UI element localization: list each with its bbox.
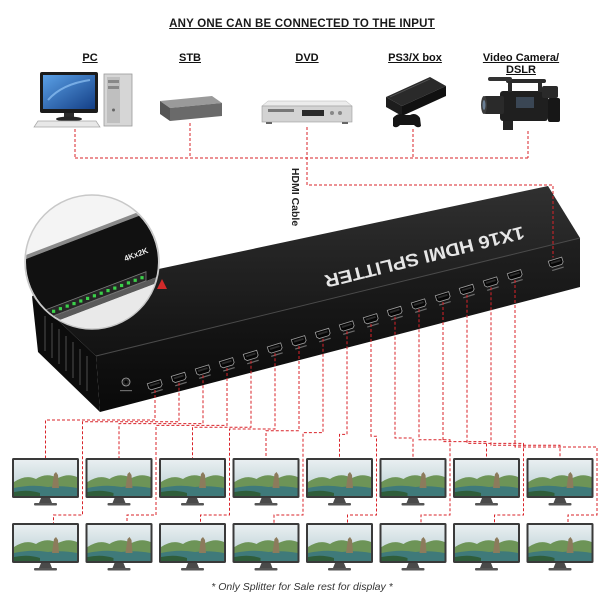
hdmi-output-cable-line (418, 309, 451, 523)
hdmi-output-cable-line (466, 294, 524, 523)
hdmi-input-port (547, 256, 564, 272)
hdmi-output-port (458, 283, 475, 299)
device-label-stb: STB (179, 52, 201, 64)
device-label-dvd: DVD (295, 52, 318, 64)
hdmi-output-port (482, 276, 499, 291)
hdmi-output-port (194, 364, 211, 379)
hdmi-output-cable-line (53, 382, 180, 523)
device-label-text: PC (82, 52, 98, 64)
hdmi-output-cable-line (192, 360, 252, 458)
hdmi-output-port (314, 327, 331, 343)
hdmi-output-cable-line (394, 316, 414, 458)
hdmi-output-port (506, 269, 523, 284)
hdmi-output-cable-line (442, 302, 487, 458)
hdmi-output-port (170, 371, 187, 387)
device-label-pc: PC (82, 52, 97, 64)
display-monitor (12, 523, 79, 571)
device-label-text: Video Camera/ (482, 52, 560, 64)
hdmi-output-cable-line (339, 331, 348, 458)
hdmi-output-cable-line (347, 324, 377, 523)
status-led (72, 302, 76, 306)
dvd-player-icon (261, 100, 353, 124)
hdmi-output-port (386, 305, 403, 321)
device-label-text: PS3/X box (388, 52, 442, 64)
source-connection-line (74, 123, 529, 159)
status-led (133, 278, 137, 282)
display-monitor (526, 458, 594, 506)
vent-slots (44, 316, 88, 391)
device-label-text: STB (179, 52, 201, 64)
display-monitor (379, 458, 447, 506)
hdmi-output-port (242, 349, 259, 365)
display-monitor (379, 523, 447, 571)
status-led (126, 281, 130, 285)
display-monitor (85, 523, 153, 571)
hdmi-output-port (290, 335, 307, 350)
power-jack (120, 377, 132, 392)
hdmi-output-cable-line (200, 353, 276, 523)
zoom-detail-circle: 4Kx2K (24, 194, 160, 330)
hdmi-output-port (362, 313, 379, 328)
status-led (99, 291, 103, 295)
display-monitor (306, 523, 373, 571)
page-title: ANY ONE CAN BE CONNECTED TO THE INPUT (169, 18, 435, 30)
led-row (38, 276, 144, 319)
status-led (120, 283, 124, 288)
display-monitor (453, 458, 520, 506)
hdmi-output-port (266, 342, 283, 357)
port-row (146, 256, 564, 394)
display-monitor (232, 523, 300, 571)
status-led (79, 299, 83, 303)
status-led (140, 276, 144, 280)
splitter-front-face (96, 238, 580, 412)
status-led (65, 304, 69, 308)
cable-label: HDMI Cable (289, 168, 301, 227)
hdmi-output-port (338, 320, 355, 335)
status-led (113, 286, 117, 290)
device-label-camera: Video Camera/ DSLR (483, 52, 559, 76)
splitter-top-face (32, 186, 580, 356)
hdmi-output-cable-line (118, 375, 204, 458)
hdmi-output-cable-line (273, 338, 324, 523)
set-top-box-icon (160, 96, 222, 121)
status-led (58, 307, 62, 311)
hdmi-output-cable-line (490, 287, 561, 458)
hdmi-splitter: 1X16 HDMI SPLITTER (32, 186, 581, 412)
display-monitor (526, 523, 594, 571)
device-label-text: DVD (295, 52, 319, 64)
hdmi-input-cable-line (306, 127, 554, 258)
display-monitor (12, 458, 79, 506)
display-monitor (232, 458, 300, 506)
display-monitor (85, 458, 153, 506)
display-monitor (159, 523, 226, 571)
status-led (106, 289, 110, 293)
hdmi-output-cable-line (514, 280, 598, 523)
connection-lines (45, 123, 598, 523)
status-led (86, 296, 90, 300)
device-label-text: DSLR (506, 64, 536, 76)
hdmi-output-port (410, 298, 427, 313)
status-led (92, 294, 96, 298)
hdmi-output-cable-line (45, 390, 156, 458)
device-label-console: PS3/X box (388, 52, 442, 64)
hdmi-output-cable-line (265, 346, 300, 458)
display-monitor (159, 458, 226, 506)
hdmi-output-port (434, 291, 451, 306)
hdmi-output-port (218, 357, 235, 372)
game-console-icon (386, 77, 446, 128)
display-monitor (306, 458, 373, 506)
brand-logo-icon (157, 279, 167, 289)
display-monitor (453, 523, 520, 571)
pc-icon (33, 72, 133, 128)
status-led (52, 309, 56, 313)
hdmi-output-cable-line (126, 368, 228, 523)
footer-note: * Only Splitter for Sale rest for displa… (211, 581, 393, 593)
hdmi-output-port (146, 379, 163, 394)
video-camera-icon (481, 77, 560, 130)
